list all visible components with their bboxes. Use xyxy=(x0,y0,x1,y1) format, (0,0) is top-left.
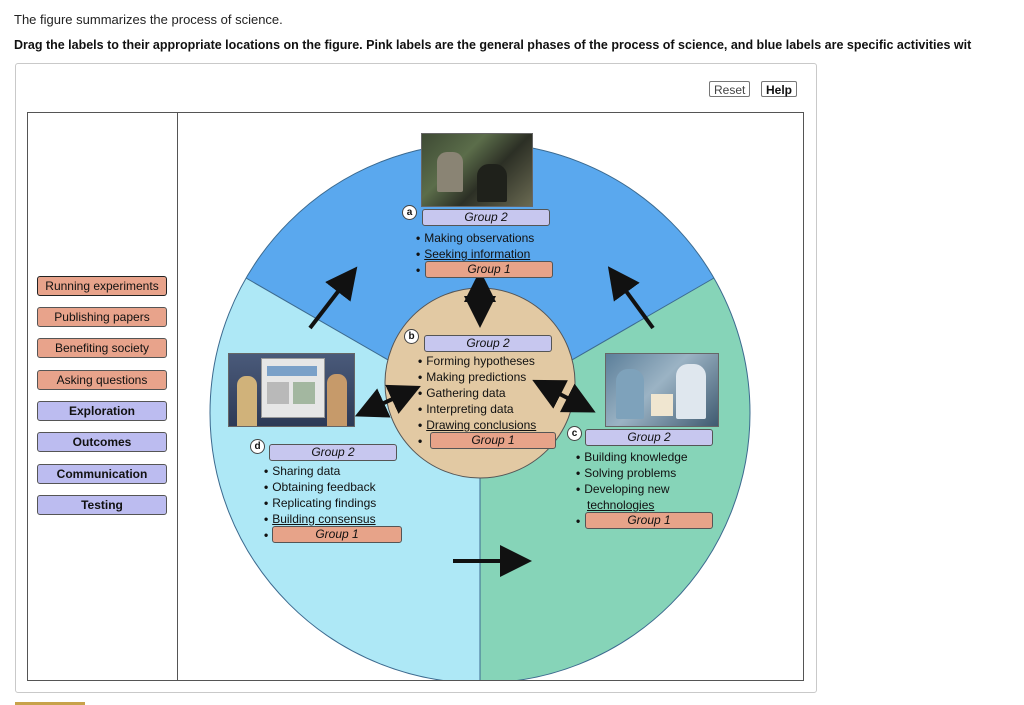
bullet-a-0: •Making observations xyxy=(416,231,535,245)
instructions: Drag the labels to their appropriate loc… xyxy=(14,38,972,52)
label-tray: Running experiments Publishing papers Be… xyxy=(27,112,179,681)
intro-text: The figure summarizes the process of sci… xyxy=(14,12,283,27)
bullet-a-2: • xyxy=(416,263,421,277)
arrow-center-right xyxy=(532,379,596,413)
help-button[interactable]: Help xyxy=(761,81,798,97)
bullet-b-4: •Drawing conclusions xyxy=(418,418,537,432)
photo-lab-workers xyxy=(605,353,719,427)
bullet-c-2: •Developing new xyxy=(576,482,670,496)
badge-a: a xyxy=(402,205,417,220)
label-running-experiments[interactable]: Running experiments xyxy=(37,276,167,296)
bullet-b-1: •Making predictions xyxy=(418,370,527,384)
label-communication[interactable]: Communication xyxy=(37,464,167,484)
photo-poster-presentation xyxy=(228,353,355,427)
bullet-c-1: •Solving problems xyxy=(576,466,677,480)
bullet-c-3: • xyxy=(576,514,581,528)
bullet-b-5: • xyxy=(418,434,423,448)
label-publishing-papers[interactable]: Publishing papers xyxy=(37,307,167,327)
bullet-c-2b: technologies xyxy=(587,498,655,512)
bullet-b-0: •Forming hypotheses xyxy=(418,354,535,368)
drop-c-group-2[interactable]: Group 2 xyxy=(585,429,713,446)
drop-b-group-2[interactable]: Group 2 xyxy=(424,335,552,352)
bullet-b-3: •Interpreting data xyxy=(418,402,514,416)
drop-b-group-1[interactable]: Group 1 xyxy=(430,432,556,449)
arrow-center-left xyxy=(354,384,421,418)
label-exploration[interactable]: Exploration xyxy=(37,401,167,421)
arrow-up-left xyxy=(308,266,358,330)
bullet-d-0: •Sharing data xyxy=(264,464,341,478)
bullet-d-3: •Building consensus xyxy=(264,512,376,526)
bullet-a-1: •Seeking information xyxy=(416,247,531,261)
label-benefiting-society[interactable]: Benefiting society xyxy=(37,338,167,358)
label-asking-questions[interactable]: Asking questions xyxy=(37,370,167,390)
bullet-c-0: •Building knowledge xyxy=(576,450,688,464)
drop-a-group-2[interactable]: Group 2 xyxy=(422,209,550,226)
bottom-accent-bar xyxy=(15,702,85,705)
bullet-d-2: •Replicating findings xyxy=(264,496,377,510)
bullet-b-2: •Gathering data xyxy=(418,386,506,400)
reset-button[interactable]: Reset xyxy=(709,81,751,97)
drop-a-group-1[interactable]: Group 1 xyxy=(425,261,553,278)
bullet-d-1: •Obtaining feedback xyxy=(264,480,376,494)
activity-panel: Reset Help Running experiments Publishin… xyxy=(15,63,817,693)
badge-c: c xyxy=(567,426,582,441)
label-testing[interactable]: Testing xyxy=(37,495,167,515)
drop-d-group-2[interactable]: Group 2 xyxy=(269,444,397,461)
badge-b: b xyxy=(404,329,419,344)
process-of-science-figure: a Group 2 •Making observations •Seeking … xyxy=(177,112,804,681)
label-outcomes[interactable]: Outcomes xyxy=(37,432,167,452)
arrow-up-right xyxy=(607,266,655,330)
drop-d-group-1[interactable]: Group 1 xyxy=(272,526,402,543)
drop-c-group-1[interactable]: Group 1 xyxy=(585,512,713,529)
photo-field-researchers xyxy=(421,133,533,207)
badge-d: d xyxy=(250,439,265,454)
bullet-d-4: • xyxy=(264,528,269,542)
